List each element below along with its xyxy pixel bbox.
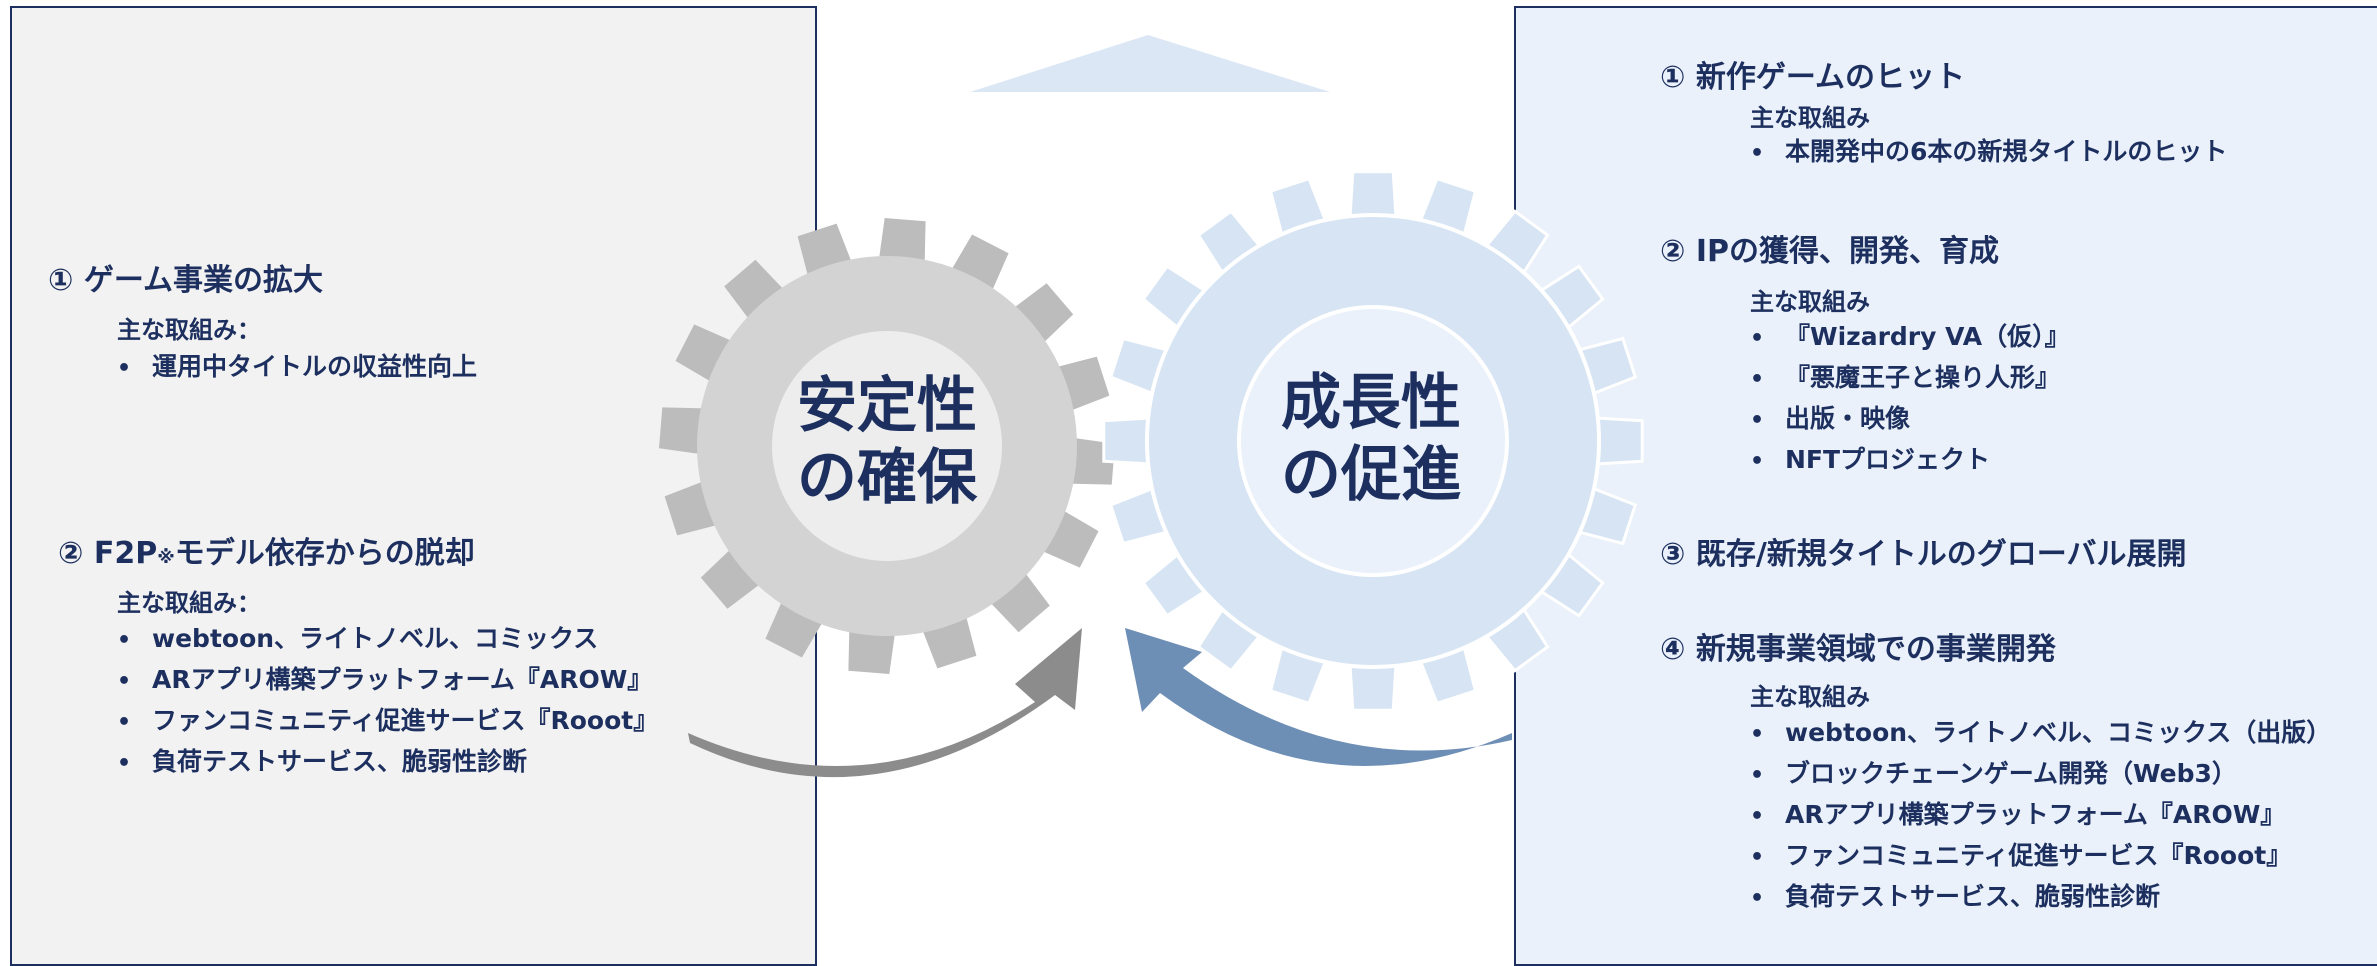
left-item1-list: 運用中タイトルの収益性向上	[117, 346, 477, 387]
left-item1-sub: 主な取組み：	[117, 316, 261, 344]
left-item1-heading: ① ゲーム事業の拡大	[48, 263, 323, 298]
growth-line-1: 成長性	[1281, 368, 1461, 438]
list-item: ファンコミュニティ促進サービス『Rooot』	[117, 700, 658, 741]
list-item: 運用中タイトルの収益性向上	[117, 346, 477, 387]
list-item: 負荷テストサービス、脆弱性診断	[117, 741, 658, 782]
right-item2-heading: ② IPの獲得、開発、育成	[1660, 234, 1999, 269]
list-item: 『悪魔王子と操り人形』	[1750, 357, 2070, 398]
list-item: ファンコミュニティ促進サービス『Rooot』	[1750, 835, 2331, 876]
right-item1-list: 本開発中の6本の新規タイトルのヒット	[1750, 131, 2227, 172]
list-item: webtoon、ライトノベル、コミックス（出版）	[1750, 712, 2331, 753]
right-item1-sub: 主な取組み	[1750, 104, 1870, 132]
gear-tooth	[700, 544, 767, 609]
left-item2-heading-pre: ② F2P	[58, 536, 158, 571]
right-item4-list: webtoon、ライトノベル、コミックス（出版） ブロックチェーンゲーム開発（W…	[1750, 712, 2331, 917]
growth-line-2: の促進	[1281, 440, 1461, 510]
left-panel	[10, 6, 817, 966]
right-item4-sub: 主な取組み	[1750, 683, 1870, 711]
list-item: 『Wizardry VA（仮）』	[1750, 316, 2070, 357]
gear-tooth	[1007, 283, 1074, 348]
right-item2-sub: 主な取組み	[1750, 288, 1870, 316]
stability-gear-hub	[772, 331, 1002, 561]
list-item: ブロックチェーンゲーム開発（Web3）	[1750, 753, 2331, 794]
right-item3-heading: ③ 既存/新規タイトルのグローバル展開	[1660, 537, 2187, 572]
growth-gear-hub	[1237, 305, 1509, 577]
stability-gear	[659, 218, 1115, 674]
growth-gear	[1102, 170, 1644, 712]
list-item: 負荷テストサービス、脆弱性診断	[1750, 876, 2331, 917]
list-item: 出版・映像	[1750, 398, 2070, 439]
gear-tooth	[724, 259, 789, 326]
gear-tooth	[985, 566, 1050, 633]
list-item: ARアプリ構築プラットフォーム『AROW』	[1750, 794, 2331, 835]
up-triangle	[970, 35, 1330, 92]
right-item2-list: 『Wizardry VA（仮）』 『悪魔王子と操り人形』 出版・映像 NFTプロ…	[1750, 316, 2070, 480]
list-item: webtoon、ライトノベル、コミックス	[117, 618, 658, 659]
list-item: NFTプロジェクト	[1750, 439, 2070, 480]
right-item1-heading: ① 新作ゲームのヒット	[1660, 60, 1965, 95]
left-item2-heading-post: モデル依存からの脱却	[174, 536, 475, 571]
stability-line-1: 安定性	[797, 371, 977, 441]
left-item2-list: webtoon、ライトノベル、コミックス ARアプリ構築プラットフォーム『ARO…	[117, 618, 658, 782]
left-item2-heading: ② F2P※モデル依存からの脱却	[58, 528, 475, 572]
blue-curved-arrow	[1125, 628, 1512, 766]
left-item2-sub: 主な取組み：	[117, 589, 261, 617]
right-item4-heading: ④ 新規事業領域での事業開発	[1660, 632, 2056, 667]
stability-line-2: の確保	[797, 443, 978, 513]
note-mark: ※	[157, 547, 175, 568]
list-item: 本開発中の6本の新規タイトルのヒット	[1750, 131, 2227, 172]
list-item: ARアプリ構築プラットフォーム『AROW』	[117, 659, 658, 700]
